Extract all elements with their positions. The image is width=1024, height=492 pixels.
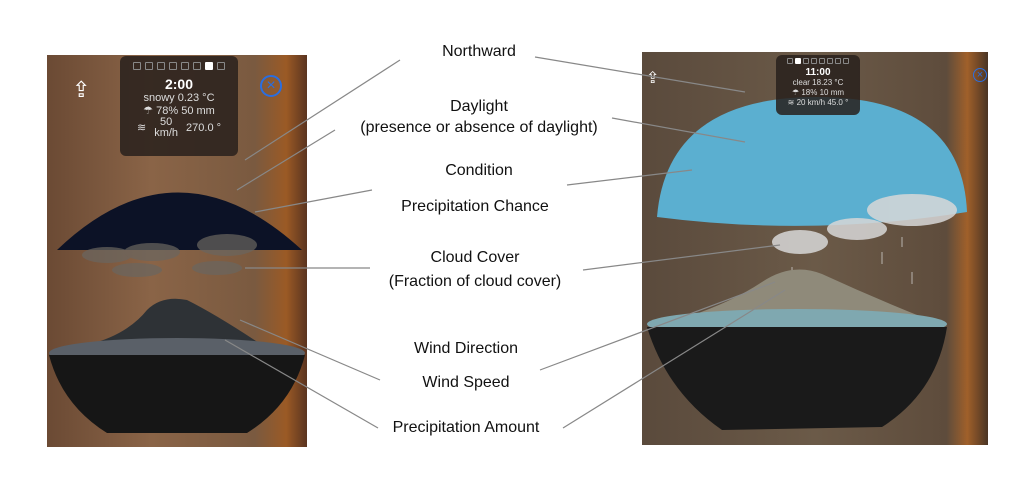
label-daylight-sub: (presence or absence of daylight) [360, 119, 598, 136]
label-daylight: Daylight [450, 98, 508, 115]
condition: clear [792, 78, 810, 87]
temperature: 18.23 °C [812, 78, 844, 87]
line-winddir-right [539, 281, 776, 371]
hour-dot[interactable] [843, 58, 849, 64]
label-condition: Condition [445, 162, 513, 179]
weather-hud: 11:00 clear 18.23 °C ☂ 18% 10 mm ≋ 20 km… [776, 55, 860, 115]
hour-dot[interactable] [133, 62, 141, 70]
hour-dot[interactable] [811, 58, 817, 64]
hour-dot[interactable] [803, 58, 809, 64]
hour-dot[interactable] [827, 58, 833, 64]
share-icon[interactable]: ⇪ [646, 70, 660, 87]
label-precip-chance: Precipitation Chance [401, 198, 549, 215]
precip-amount: 10 mm [819, 88, 845, 97]
line-windspeed-left [239, 319, 381, 381]
day-weather-model [647, 97, 967, 430]
night-weather-model [49, 192, 305, 433]
precip-chance: 78% [156, 105, 179, 117]
hour-selector[interactable] [776, 58, 860, 64]
line-northward-left [244, 59, 401, 161]
label-wind-speed: Wind Speed [422, 374, 510, 391]
temperature: 0.23 °C [177, 92, 215, 104]
precip-chance: 18% [801, 88, 818, 97]
bowl [49, 355, 305, 433]
line-condition-right [566, 169, 693, 186]
line-precip-right [562, 289, 786, 429]
time: 11:00 [805, 67, 831, 78]
rain-cloud-icon: ☂ [143, 105, 154, 117]
hour-dot-active[interactable] [795, 58, 801, 64]
hour-dot[interactable] [217, 62, 225, 70]
line-daylight-right [611, 117, 746, 143]
line-precip-left [224, 339, 379, 429]
label-northward: Northward [442, 43, 516, 60]
hour-dot[interactable] [157, 62, 165, 70]
hour-dot[interactable] [193, 62, 201, 70]
label-wind-direction: Wind Direction [413, 340, 519, 357]
wind-speed: 20 km/h [796, 98, 826, 107]
hour-dot[interactable] [819, 58, 825, 64]
hour-dot[interactable] [787, 58, 793, 64]
wind-direction: 45.0 ° [827, 98, 849, 107]
hour-selector[interactable] [120, 62, 238, 70]
label-cloud-cover: Cloud Cover [430, 249, 520, 266]
day-ar-view: ⇪ × 11:00 clear 18.23 °C ☂ 18% 10 mm ≋ 2… [642, 52, 988, 445]
wind-icon: ≋ [136, 121, 147, 134]
label-cloud-cover-sub: (Fraction of cloud cover) [388, 273, 562, 290]
daylight-sky-dome [657, 97, 967, 226]
clouds [772, 194, 957, 254]
hour-dot[interactable] [145, 62, 153, 70]
wind-direction: 270.0 ° [186, 121, 222, 134]
hour-dot[interactable] [169, 62, 177, 70]
condition: snowy [143, 92, 175, 104]
precip-amount: 50 mm [181, 105, 215, 117]
close-icon[interactable]: × [260, 75, 282, 97]
wind-unit: km/h [154, 127, 179, 139]
clouds [82, 234, 257, 277]
hour-dot-active[interactable] [205, 62, 213, 70]
snow-mound [87, 298, 262, 345]
mound [687, 269, 922, 317]
line-condition-left [254, 189, 373, 213]
wind-speed: 50 [159, 116, 173, 128]
share-icon[interactable]: ⇪ [72, 77, 91, 102]
rain-cloud-icon: ☂ [791, 88, 800, 97]
wind-icon: ≋ [787, 98, 795, 107]
close-icon[interactable]: × [973, 68, 987, 82]
line-daylight-left [236, 129, 336, 191]
label-precip-amount: Precipitation Amount [392, 419, 540, 436]
time: 2:00 [164, 76, 194, 92]
line-northward-right [534, 56, 746, 93]
bowl [647, 327, 947, 430]
line-cloud-right [582, 244, 781, 271]
hour-dot[interactable] [835, 58, 841, 64]
hour-dot[interactable] [181, 62, 189, 70]
